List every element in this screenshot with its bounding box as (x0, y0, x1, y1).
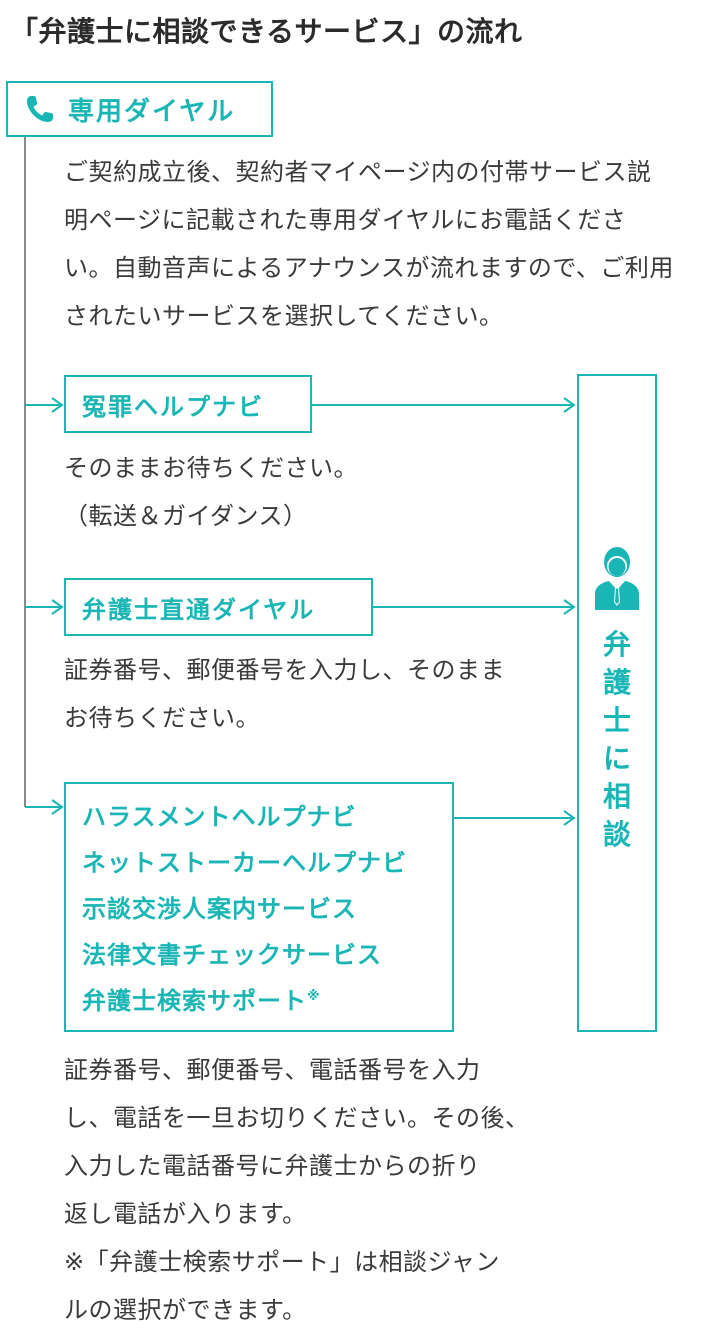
service-note-line: ※「弁護士検索サポート」は相談ジャン (64, 1248, 500, 1276)
lawyer-icon (595, 547, 639, 610)
dial-label: 専用ダイヤル (68, 96, 236, 127)
service-label: ネットストーカーヘルプナビ (82, 849, 407, 877)
service-note-line: ルの選択ができます。 (64, 1296, 307, 1324)
service-label: 示談交渉人案内サービス (82, 895, 357, 923)
lawyer-label-char: に (602, 742, 631, 775)
service-label: 冤罪ヘルプナビ (82, 392, 264, 421)
lawyer-label-char: 談 (602, 818, 631, 851)
service-note-line: 返し電話が入ります。 (64, 1200, 307, 1228)
service-label-with-note: 弁護士検索サポート※ (82, 978, 452, 1024)
service-note-line: （転送＆ガイダンス） (64, 502, 308, 530)
service-note-direct-dial: 証券番号、郵便番号を入力し、そのまま お待ちください。 (64, 646, 544, 742)
dial-description: ご契約成立後、契約者マイページ内の付帯サービス説 明ページに記載された専用ダイヤ… (64, 148, 714, 340)
service-note-line: し、電話を一旦お切りください。その後、 (64, 1104, 530, 1132)
service-box-multi: ハラスメントヘルプナビ ネットストーカーヘルプナビ 示談交渉人案内サービス 法律… (64, 782, 454, 1032)
service-label: 弁護士直通ダイヤル (82, 595, 316, 624)
service-label: 弁護士検索サポート (82, 987, 307, 1015)
service-label: 法律文書チェックサービス (82, 941, 382, 969)
service-note-enzai: そのままお待ちください。 （転送＆ガイダンス） (64, 444, 544, 540)
service-box-enzai: 冤罪ヘルプナビ (64, 375, 312, 433)
phone-icon (27, 96, 53, 122)
footnote-mark: ※ (307, 989, 321, 1004)
service-note-line: 証券番号、郵便番号を入力し、そのまま (64, 656, 505, 684)
dial-description-line: い。自動音声によるアナウンスが流れますので、ご利用 (64, 254, 674, 282)
lawyer-label-char: 士 (602, 704, 631, 737)
service-note-line: お待ちください。 (64, 704, 260, 732)
dial-description-line: ご契約成立後、契約者マイページ内の付帯サービス説 (64, 158, 652, 186)
page-title: 「弁護士に相談できるサービス」の流れ (10, 15, 523, 48)
service-note-multi: 証券番号、郵便番号、電話番号を入力 し、電話を一旦お切りください。その後、 入力… (64, 1046, 544, 1334)
dial-description-line: 明ページに記載された専用ダイヤルにお電話くださ (64, 206, 627, 234)
lawyer-label-char: 相 (602, 780, 631, 813)
dial-description-line: されたいサービスを選択してください。 (64, 302, 504, 330)
lawyer-label-char: 護 (602, 666, 631, 699)
service-note-line: そのままお待ちください。 (64, 454, 358, 482)
lawyer-box: 弁 護 士 に 相 談 (577, 374, 657, 1032)
dial-box: 専用ダイヤル (6, 81, 273, 137)
lawyer-label-char: 弁 (602, 628, 631, 661)
lawyer-label: 弁 護 士 に 相 談 (603, 626, 631, 854)
service-note-line: 証券番号、郵便番号、電話番号を入力 (64, 1056, 481, 1084)
service-note-line: 入力した電話番号に弁護士からの折り (64, 1152, 481, 1180)
service-label: ハラスメントヘルプナビ (82, 803, 357, 831)
service-box-direct-dial: 弁護士直通ダイヤル (64, 578, 373, 636)
